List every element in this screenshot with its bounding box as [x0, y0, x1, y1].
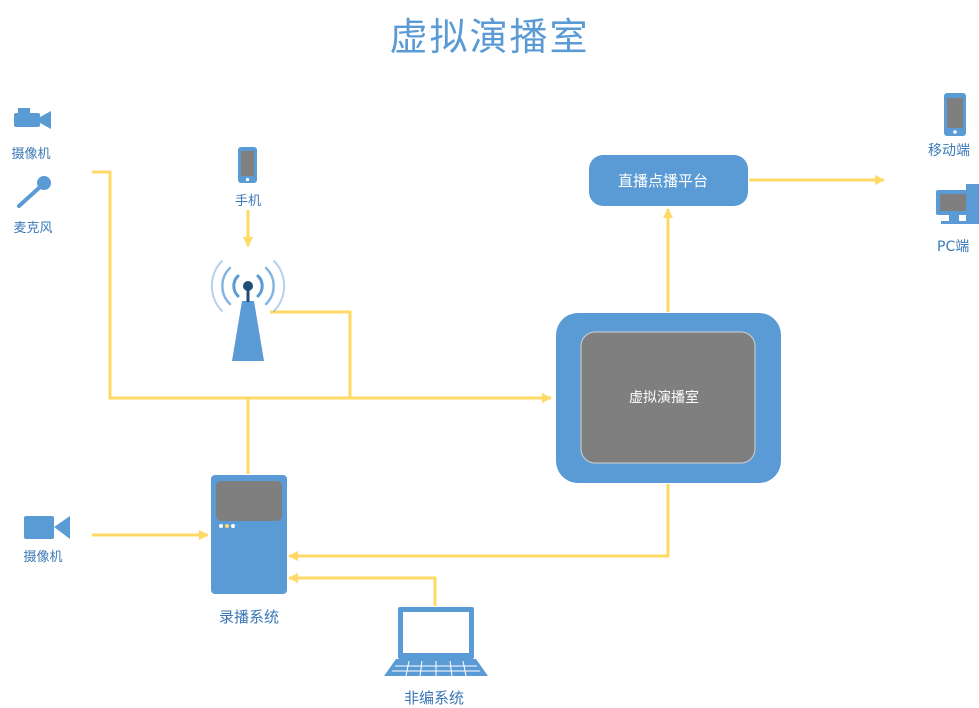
phone-icon — [238, 147, 257, 183]
studio-box — [556, 313, 781, 483]
laptop-icon — [384, 607, 488, 677]
recorder-led-icon — [219, 524, 223, 528]
camera-bottom-label: 摄像机 — [23, 550, 63, 565]
phone-label: 手机 — [234, 194, 262, 209]
mobile-label: 移动端 — [928, 143, 970, 159]
connector-editor-to-recorder — [288, 573, 437, 606]
studio-label: 虚拟演播室 — [629, 390, 699, 406]
desktop-pc-icon — [936, 184, 979, 224]
mobile-phone-icon — [944, 93, 966, 136]
connectors — [92, 170, 885, 606]
pc-label: PC端 — [937, 239, 970, 255]
microphone-label: 麦克风 — [13, 221, 53, 236]
antenna-icon — [210, 260, 286, 361]
microphone-icon — [17, 176, 51, 208]
recorder-led-icon — [225, 524, 229, 528]
recorder-label: 录播系统 — [218, 608, 280, 626]
platform-box — [589, 155, 748, 206]
recorder-box — [211, 475, 287, 594]
video-camera-icon — [24, 516, 70, 539]
connector-studio-to-recorder — [288, 484, 670, 561]
camera-icon — [14, 108, 51, 129]
recorder-led-icon — [231, 524, 235, 528]
connector-antenna-to-mainline — [270, 310, 352, 398]
editor-label: 非编系统 — [403, 689, 465, 707]
connector-camera-to-studio — [92, 170, 552, 403]
camera-top-label: 摄像机 — [11, 147, 51, 162]
diagram-title: 虚拟演播室 — [389, 15, 590, 59]
platform-label: 直播点播平台 — [618, 172, 709, 190]
